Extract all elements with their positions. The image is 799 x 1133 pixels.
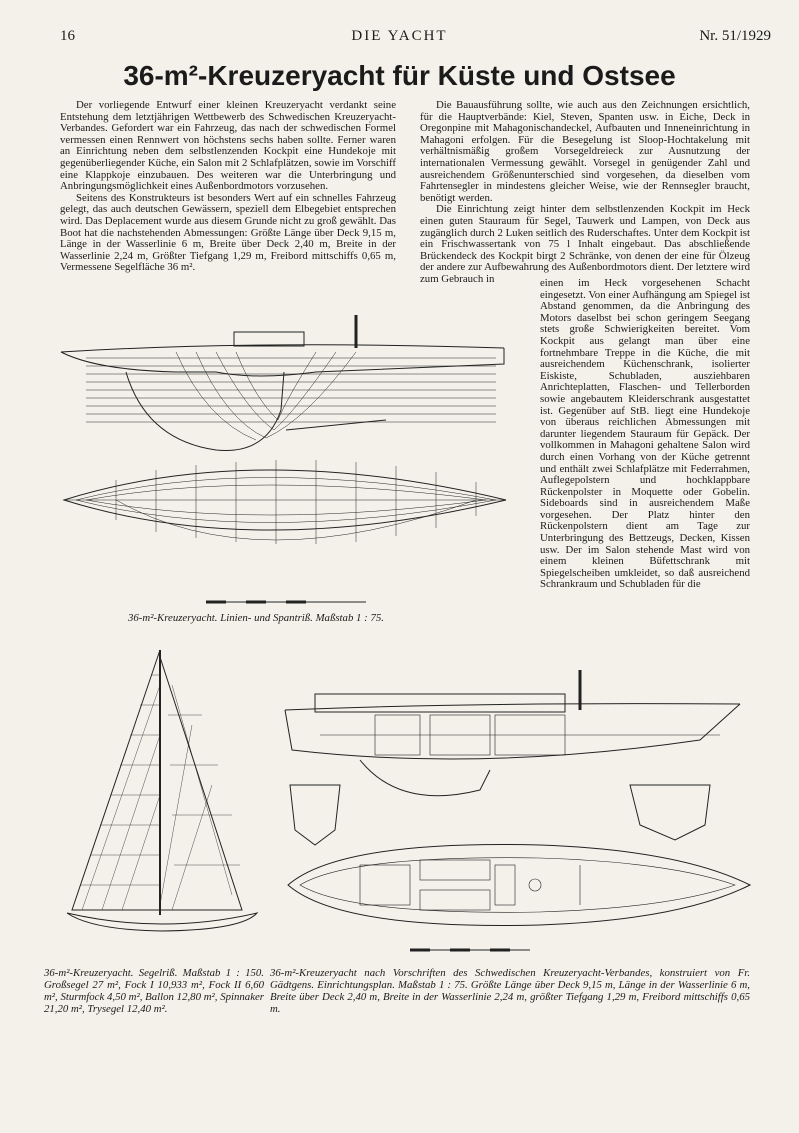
article-title: 36-m²-Kreuzeryacht für Küste und Ostsee — [123, 60, 676, 91]
paragraph: Seitens des Konstrukteurs ist besonders … — [60, 191, 396, 274]
issue-number: Nr. 51/1929 — [699, 28, 771, 44]
lines-plan-drawing — [60, 315, 507, 604]
accommodation-plan-drawing — [284, 670, 752, 952]
accommodation-plan-caption: 36-m²-Kreuzeryacht nach Vorschriften des… — [270, 967, 750, 1015]
article-column-left: Der vorliegende Entwurf einer kleinen Kr… — [60, 99, 396, 274]
paragraph: Der vorliegende Entwurf einer kleinen Kr… — [60, 99, 396, 193]
paragraph: einen im Heck vorgesehenen Schacht einge… — [540, 277, 750, 591]
page-number: 16 — [60, 28, 75, 44]
sail-plan-drawing — [66, 649, 259, 932]
sail-plan-caption: 36-m²-Kreuzeryacht. Segelriß. Maßstab 1 … — [44, 967, 264, 1015]
paragraph: Die Einrichtung zeigt hinter dem selbstl… — [420, 203, 750, 285]
article-column-right-narrow: einen im Heck vorgesehenen Schacht einge… — [540, 277, 750, 591]
magazine-title: DIE YACHT — [351, 28, 448, 44]
paragraph: Die Bauausführung sollte, wie auch aus d… — [420, 99, 750, 204]
lines-plan-caption: 36-m²-Kreuzeryacht. Linien- und Spantriß… — [128, 612, 384, 624]
article-column-right: Die Bauausführung sollte, wie auch aus d… — [420, 99, 750, 286]
